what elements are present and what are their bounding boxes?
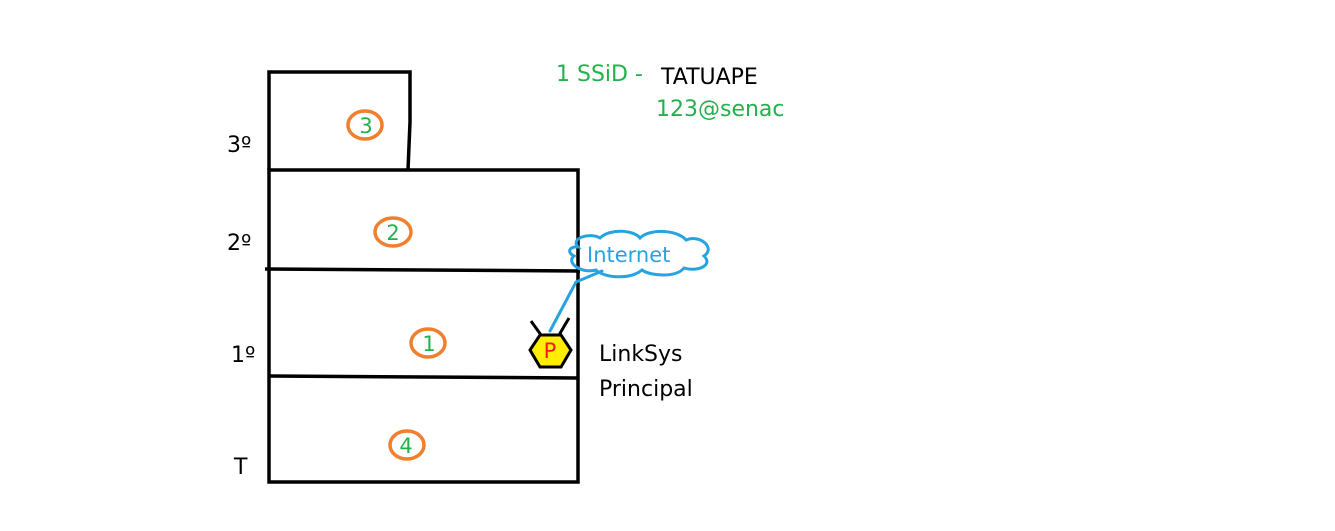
ssid-prefix: 1 SSiD - [556,62,643,87]
room-badge-3: 3 [346,109,384,141]
ssid-password: 123@senac [656,97,785,122]
building-main-outline [267,168,580,484]
svg-text:4: 4 [399,434,412,458]
svg-text:2: 2 [386,221,399,245]
cloud-icon: Internet [568,229,710,279]
floor-3-outline [267,70,412,171]
floor-label-3: 3º [227,133,251,158]
router-internet-link [548,269,604,333]
room-badge-4: 4 [388,429,426,461]
room-badge-2: 2 [373,216,413,248]
building-outline [264,70,581,484]
router-hexagon-icon: P [528,317,573,369]
floor-label-2: 2º [227,231,251,256]
router-caption-line2: Principal [599,377,693,402]
floor-label-1: 1º [231,343,255,368]
internet-label: Internet [587,243,670,267]
svg-text:3: 3 [359,114,372,138]
ssid-name: TATUAPE [660,65,758,90]
router-caption-line1: LinkSys [599,342,683,367]
svg-text:1: 1 [422,332,435,356]
router-letter: P [544,339,557,363]
divider-1-t [268,374,579,380]
room-badge-1: 1 [409,327,447,359]
floor-label-t: T [233,455,248,480]
divider-2-1 [264,267,581,273]
